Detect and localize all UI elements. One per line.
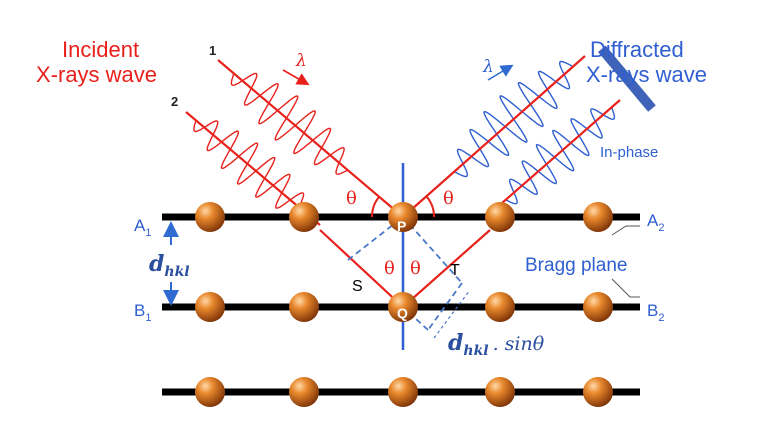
incident-title-line2: X-rays wave	[36, 62, 157, 87]
point-p-label: P	[397, 218, 406, 234]
incident-ray-1	[217, 59, 404, 218]
incident-wave-2	[193, 119, 309, 219]
atom-r3-c4	[485, 377, 515, 407]
diffracted-ray-2-lower	[402, 229, 491, 308]
theta-left-lower: θ	[384, 258, 395, 279]
atom-r1-c4	[485, 202, 515, 232]
bragg-leader-top	[611, 225, 640, 236]
theta-diffracted: θ	[443, 188, 454, 209]
atom-group	[195, 202, 613, 407]
plane-b2-label: B2	[647, 301, 664, 324]
d-spacing-label: dhkl	[149, 251, 190, 280]
dashed-q	[402, 306, 429, 331]
atom-r1-c3	[388, 202, 418, 232]
diffracted-ray-1	[402, 55, 586, 218]
plane-a1-label: A1	[134, 216, 151, 239]
atom-r2-c3	[388, 292, 418, 322]
atom-r3-c5	[583, 377, 613, 407]
bragg-plane-label: Bragg plane	[525, 255, 627, 276]
ray-number-2: 2	[171, 94, 178, 109]
atom-r2-c1	[195, 292, 225, 322]
dashed-ps	[347, 216, 404, 261]
diffracted-title-line2: X-rays wave	[586, 62, 707, 87]
atom-r3-c3	[388, 377, 418, 407]
point-s-label: S	[352, 278, 363, 295]
bragg-leader-bottom	[611, 278, 640, 298]
in-phase-label: In-phase	[600, 144, 658, 161]
lambda-incident: λ	[295, 51, 307, 71]
atom-r2-c5	[583, 292, 613, 322]
atom-r2-c2	[289, 292, 319, 322]
atom-r1-c1	[195, 202, 225, 232]
diffracted-ray-2-upper	[493, 99, 621, 211]
plane-a2-label: A2	[647, 211, 664, 234]
point-t-label: T	[450, 262, 460, 279]
theta-arc-right	[426, 196, 436, 218]
atom-r1-c2	[289, 202, 319, 232]
incident-title-line1: Incident	[62, 37, 139, 62]
point-q-label: Q	[397, 305, 408, 321]
path-difference-label: dhkl. sinθ	[448, 330, 545, 359]
detector-bar	[598, 45, 656, 112]
lambda-diffracted: λ	[482, 57, 494, 77]
lambda-arrow-incident	[282, 69, 310, 86]
ray-number-1: 1	[209, 43, 216, 58]
theta-right-lower: θ	[410, 258, 421, 279]
lambda-arrow-diffracted	[487, 64, 514, 81]
diffracted-wave-2	[505, 107, 616, 205]
incident-ray-2-lower	[319, 229, 404, 308]
theta-arc-left	[370, 196, 380, 218]
incident-wave-1	[230, 72, 349, 175]
dashed-dimension	[433, 289, 471, 339]
atom-r2-c4	[485, 292, 515, 322]
plane-b1-label: B1	[134, 301, 151, 324]
atom-r3-c2	[289, 377, 319, 407]
atom-r3-c1	[195, 377, 225, 407]
atom-r1-c5	[583, 202, 613, 232]
theta-incident: θ	[346, 188, 357, 209]
diffracted-title-line1: Diffracted	[590, 37, 684, 62]
